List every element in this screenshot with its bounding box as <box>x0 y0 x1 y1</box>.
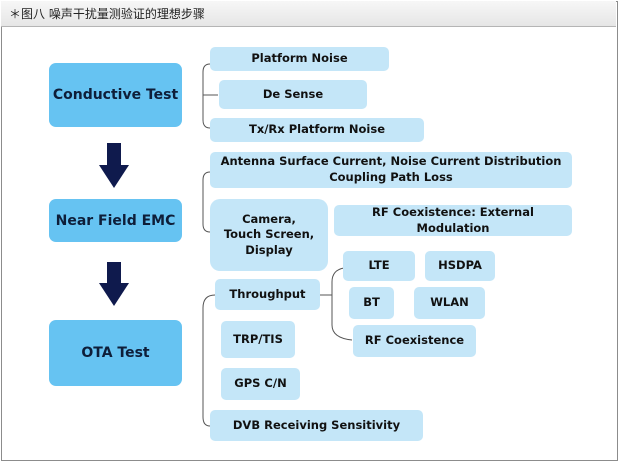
antenna-line-2: Coupling Path Loss <box>329 170 453 184</box>
item-bt: BT <box>349 287 394 319</box>
item-throughput: Throughput <box>215 279 320 310</box>
item-trp-tis: TRP/TIS <box>221 321 295 358</box>
item-platform-noise: Platform Noise <box>210 47 389 71</box>
step-ota-test: OTA Test <box>49 320 182 386</box>
camera-line-1: Camera, <box>242 211 296 226</box>
step-near-field-emc: Near Field EMC <box>49 199 182 242</box>
camera-line-2: Touch Screen, <box>223 227 315 242</box>
item-de-sense: De Sense <box>219 80 367 109</box>
arrow-down-icon <box>99 143 129 188</box>
bracket-conductive <box>202 63 211 129</box>
item-dvb-receiving-sensitivity: DVB Receiving Sensitivity <box>210 410 423 441</box>
item-antenna-surface-current: Antenna Surface Current, Noise Current D… <box>210 152 572 188</box>
item-gps-cn: GPS C/N <box>221 368 300 400</box>
caption-bar: ＊图八 噪声干扰量测验证的理想步骤 <box>1 1 616 27</box>
item-txrx-platform-noise: Tx/Rx Platform Noise <box>210 118 424 142</box>
item-hsdpa: HSDPA <box>425 251 495 281</box>
figure-caption: ＊图八 噪声干扰量测验证的理想步骤 <box>9 7 205 21</box>
arrow-down-icon <box>99 262 129 306</box>
bracket-ota <box>202 294 216 427</box>
bracket-nearfield <box>202 171 211 233</box>
item-camera-touch-display: Camera, Touch Screen, Display <box>210 199 328 271</box>
item-rf-coexistence: RF Coexistence <box>353 325 476 357</box>
camera-line-3: Display <box>245 242 293 257</box>
item-wlan: WLAN <box>414 287 485 319</box>
antenna-line-1: Antenna Surface Current, Noise Current D… <box>220 154 562 169</box>
item-lte: LTE <box>343 251 415 281</box>
step-conductive-test: Conductive Test <box>49 63 182 127</box>
item-rf-coexistence-external: RF Coexistence: External Modulation <box>334 205 572 236</box>
bracket-throughput <box>331 267 353 341</box>
